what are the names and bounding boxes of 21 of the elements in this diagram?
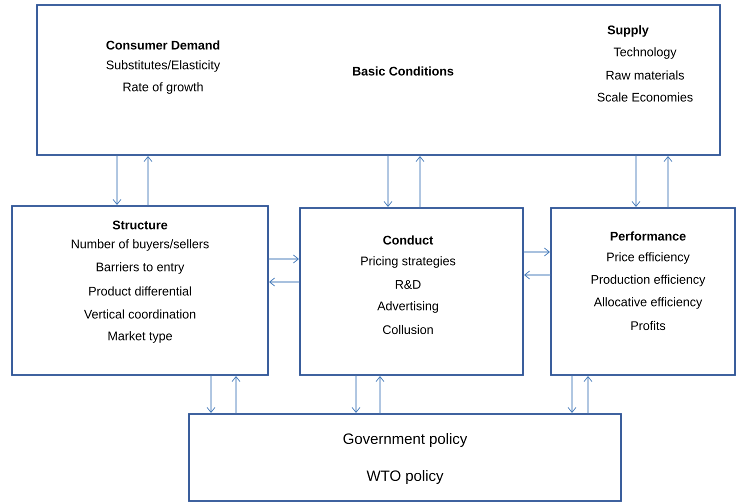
arrow: [232, 376, 240, 414]
process-box: Performance Price efficiency Production efficiency Allocative efficiency Profits: [550, 207, 736, 376]
process-box: Consumer Demand Substitutes/Elasticity Rate of growth Basic Conditions Supply Technology Raw materials Scale Economies: [36, 4, 721, 156]
arrow: [352, 375, 360, 414]
arrow: [112, 155, 122, 206]
arrow: [664, 156, 672, 208]
arrow: [268, 278, 300, 286]
process-box: Conduct Pricing strategies R&D Advertising Collusion: [299, 207, 524, 376]
arrow: [376, 376, 384, 414]
arrow: [632, 155, 640, 208]
arrow: [584, 376, 592, 414]
arrow: [524, 270, 551, 280]
process-box: Government policy WTO policy: [188, 413, 622, 502]
arrow: [416, 156, 424, 208]
arrow: [206, 375, 216, 414]
arrow: [268, 254, 300, 264]
arrow: [144, 156, 152, 206]
arrow: [568, 375, 576, 414]
process-box: Structure Number of buyers/sellers Barriers to entry Product differential Vertical coordination Market type: [11, 205, 269, 376]
arrow: [523, 248, 550, 256]
arrow: [384, 155, 392, 208]
